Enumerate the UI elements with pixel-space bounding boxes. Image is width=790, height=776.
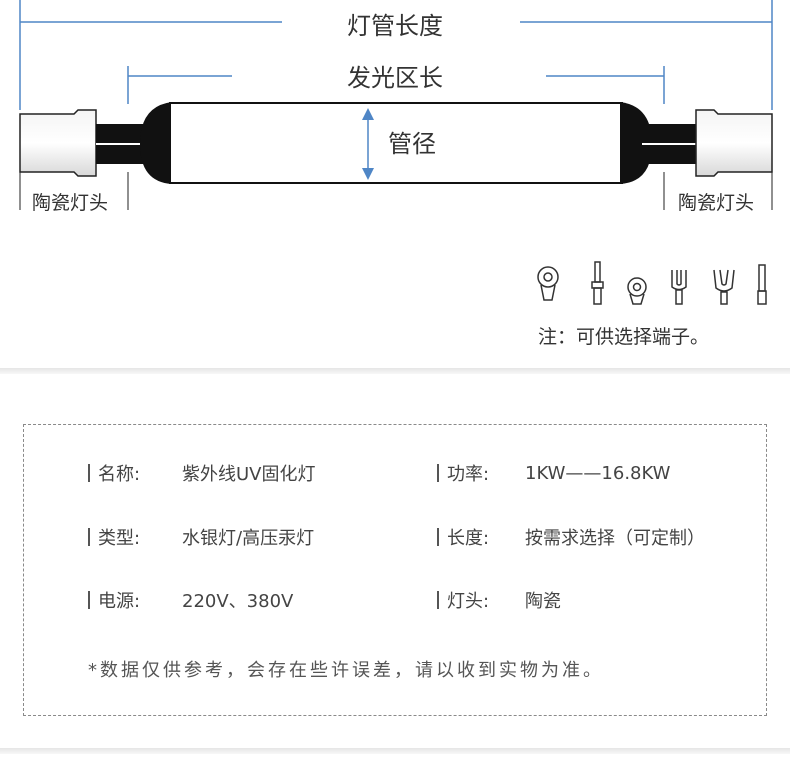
total-length-label: 灯管长度 (347, 12, 443, 40)
spec-key: 灯头: (447, 591, 490, 612)
right-tube-end (620, 102, 696, 184)
ring-terminal-icon (627, 277, 647, 305)
spec-box (23, 424, 767, 716)
diameter-label: 管径 (388, 130, 436, 158)
spec-row-power: 功率: 1KW——16.8KW (437, 460, 670, 486)
spec-bullet (88, 591, 90, 609)
left-ceramic-cap (19, 109, 129, 210)
spec-key: 名称: (98, 464, 141, 485)
section-divider (0, 368, 790, 374)
spec-bullet (437, 464, 439, 482)
spec-bullet (437, 528, 439, 546)
spec-row-cap: 灯头: 陶瓷 (437, 587, 561, 613)
spec-row-type: 类型: 水银灯/高压汞灯 (88, 524, 314, 550)
spec-row-name: 名称: 紫外线UV固化灯 (88, 460, 316, 486)
spec-value: 紫外线UV固化灯 (182, 464, 316, 485)
spec-value: 按需求选择（可定制） (525, 528, 705, 549)
right-cap-label: 陶瓷灯头 (678, 192, 755, 214)
spec-value: 1KW——16.8KW (525, 462, 671, 484)
spec-row-power-supply: 电源: 220V、380V (88, 587, 293, 613)
left-cap-label: 陶瓷灯头 (32, 192, 109, 214)
spec-key: 类型: (98, 528, 141, 549)
spec-key: 长度: (447, 528, 490, 549)
ring-terminal-icon (537, 266, 559, 301)
total-length-dimension (19, 0, 773, 110)
lamp-drawing (19, 0, 773, 305)
spec-bullet (437, 591, 439, 609)
spec-bullet (88, 464, 90, 482)
emitting-length-label: 发光区长 (347, 64, 443, 92)
spec-value: 220V、380V (182, 591, 294, 612)
blade-terminal-icon (757, 264, 767, 305)
section-divider (0, 748, 790, 754)
spec-row-length: 长度: 按需求选择（可定制） (437, 524, 705, 550)
lamp-diagram: 灯管长度 发光区长 管径 陶瓷灯头 陶瓷灯头 注：可供选择端子。 (0, 0, 790, 370)
emitting-length-dimension (127, 66, 665, 104)
disclaimer: *数据仅供参考，会存在些许误差，请以收到实物为准。 (88, 660, 604, 681)
right-ceramic-cap (663, 109, 773, 210)
pin-terminal-icon (591, 261, 604, 305)
spec-key: 功率: (447, 464, 490, 485)
spec-key: 电源: (98, 591, 141, 612)
spec-value: 陶瓷 (525, 591, 561, 612)
diameter-arrow (362, 108, 374, 180)
terminal-note: 注：可供选择端子。 (538, 326, 710, 348)
spec-bullet (88, 528, 90, 546)
spec-value: 水银灯/高压汞灯 (182, 528, 315, 549)
left-tube-end (96, 102, 172, 184)
fork-terminal-icon (671, 270, 687, 305)
fork-terminal-icon (713, 269, 735, 305)
